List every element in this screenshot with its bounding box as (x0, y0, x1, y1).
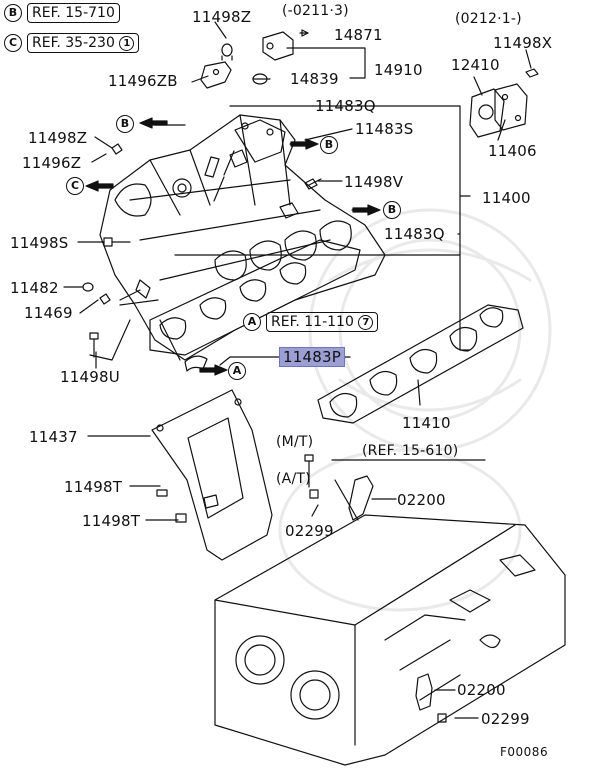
callout-b-3: B (383, 201, 401, 219)
gasket-12410 (469, 88, 505, 138)
ref-11-110-num: 7 (358, 315, 374, 330)
sensor-part (221, 29, 309, 85)
part-11483p[interactable]: 11483P (279, 347, 345, 367)
leader-lines (63, 21, 532, 719)
figure-code: F00086 (500, 745, 549, 759)
part-11469[interactable]: 11469 (24, 304, 73, 322)
part-11496z[interactable]: 11496Z (22, 154, 82, 172)
ref-15-610[interactable]: (REF. 15-610) (362, 443, 459, 459)
gasket-11410 (317, 304, 524, 424)
date-note-top: (-0211·3) (282, 3, 349, 19)
part-14910[interactable]: 14910 (374, 61, 423, 79)
cylinder-head (214, 514, 566, 766)
part-11483q-top[interactable]: 11483Q (315, 97, 376, 115)
ref-letter-c: C (4, 34, 22, 52)
part-11498t-1[interactable]: 11498T (64, 478, 123, 496)
part-11483q-mid[interactable]: 11483Q (384, 225, 445, 243)
watermark-emblem (278, 208, 552, 612)
part-11496zb[interactable]: 11496ZB (108, 72, 178, 90)
part-11498z-left[interactable]: 11498Z (28, 129, 88, 147)
callout-arrows (85, 117, 381, 376)
part-11498x[interactable]: 11498X (493, 34, 553, 52)
part-02200-upper[interactable]: 02200 (397, 491, 446, 509)
callout-b-2: B (320, 136, 338, 154)
part-11498t-2[interactable]: 11498T (82, 512, 141, 530)
callout-c: C (66, 177, 84, 195)
callout-a: A (228, 362, 246, 380)
bracket-02200 (348, 475, 433, 711)
part-11437[interactable]: 11437 (29, 428, 78, 446)
part-11498v[interactable]: 11498V (344, 173, 404, 191)
part-11498s[interactable]: 11498S (10, 234, 69, 252)
part-11498u[interactable]: 11498U (60, 368, 120, 386)
part-11410[interactable]: 11410 (402, 414, 451, 432)
part-11400[interactable]: 11400 (482, 189, 531, 207)
part-02200-lower[interactable]: 02200 (457, 681, 506, 699)
part-14839[interactable]: 14839 (290, 70, 339, 88)
bracket-11496zb (200, 61, 232, 89)
ref-35-230-text: REF. 35-230 (32, 35, 115, 51)
part-02299-upper[interactable]: 02299 (285, 522, 334, 540)
date-note-right: (0212·1-) (455, 11, 522, 27)
intake-manifold (99, 114, 386, 372)
part-12410[interactable]: 12410 (451, 56, 500, 74)
callout-b-1: B (116, 115, 134, 133)
ref-35-230-num: 1 (119, 36, 135, 51)
stay-11437 (151, 389, 273, 561)
plate-11406 (494, 68, 539, 131)
part-11483s[interactable]: 11483S (355, 120, 414, 138)
mt-note: (M/T) (276, 434, 314, 450)
ref-11-110[interactable]: REF. 11-110 7 (266, 312, 379, 332)
part-11498z-top[interactable]: 11498Z (192, 8, 252, 26)
part-14871[interactable]: 14871 (334, 26, 383, 44)
ref-11-110-text: REF. 11-110 (271, 314, 354, 330)
part-02299-lower[interactable]: 02299 (481, 710, 530, 728)
part-11482[interactable]: 11482 (10, 279, 59, 297)
part-11406[interactable]: 11406 (488, 142, 537, 160)
ref-15-710[interactable]: REF. 15-710 (27, 3, 120, 23)
ref-35-230[interactable]: REF. 35-230 1 (27, 33, 140, 53)
ref-letter-b: B (4, 4, 22, 22)
at-note: (A/T) (276, 471, 311, 487)
ref-letter-a: A (243, 313, 261, 331)
